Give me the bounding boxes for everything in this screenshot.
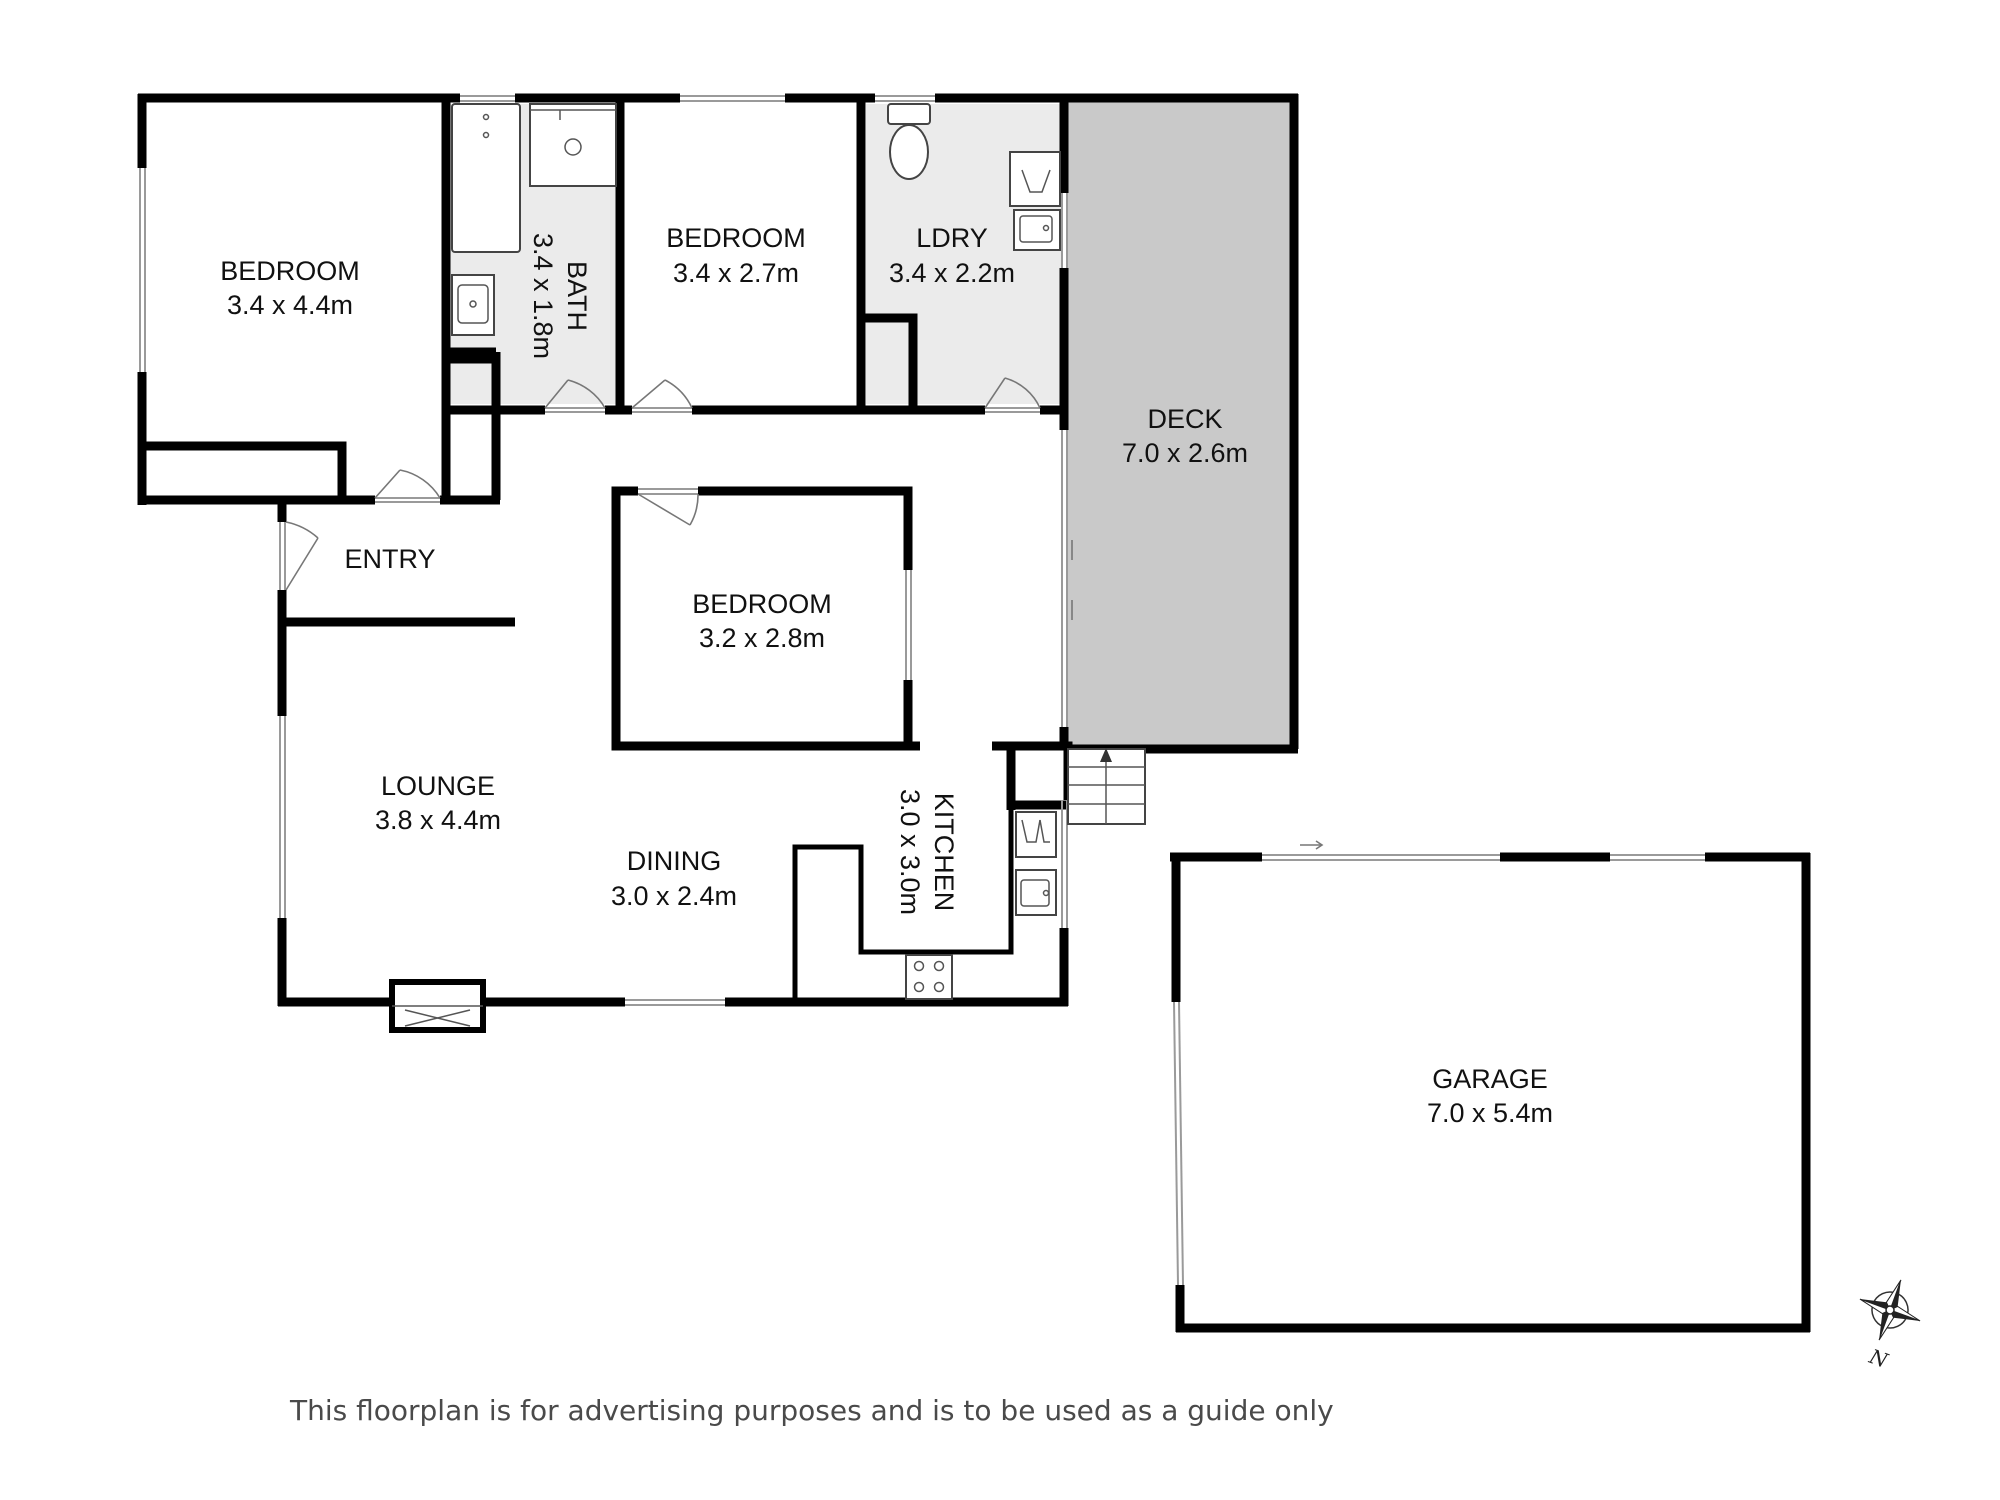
doors — [279, 377, 1041, 591]
laundry-size: 3.4 x 2.2m — [889, 258, 1015, 288]
deck-size: 7.0 x 2.6m — [1122, 438, 1248, 468]
bedroom2-name: BEDROOM — [666, 223, 806, 253]
lounge-size: 3.8 x 4.4m — [375, 805, 501, 835]
deck-name: DECK — [1147, 404, 1222, 434]
bedroom1-size: 3.4 x 4.4m — [227, 290, 353, 320]
dining-size: 3.0 x 2.4m — [611, 881, 737, 911]
laundry-name: LDRY — [916, 223, 988, 253]
bedroom2-size: 3.4 x 2.7m — [673, 258, 799, 288]
disclaimer-text: This floorplan is for advertising purpos… — [289, 1394, 1334, 1427]
kitchen-name: KITCHEN — [929, 793, 959, 912]
bedroom1-name: BEDROOM — [220, 256, 360, 286]
kitchen-size: 3.0 x 3.0m — [895, 789, 925, 915]
lounge-name: LOUNGE — [381, 771, 495, 801]
dining-name: DINING — [627, 846, 722, 876]
entry-name: ENTRY — [344, 544, 435, 574]
garage-size: 7.0 x 5.4m — [1427, 1098, 1553, 1128]
room-labels: BEDROOM 3.4 x 4.4m BATH 3.4 x 1.8m BEDRO… — [220, 223, 1553, 1128]
bath-name: BATH — [562, 261, 592, 331]
windows — [139, 95, 1705, 1286]
walls — [137, 93, 1811, 1333]
fixtures — [392, 103, 1146, 1027]
compass-icon — [1859, 1279, 1921, 1341]
bath-size: 3.4 x 1.8m — [528, 233, 558, 359]
compass-north-label: N — [1865, 1344, 1892, 1373]
deck-floor — [1068, 98, 1294, 749]
bedroom3-size: 3.2 x 2.8m — [699, 623, 825, 653]
bedroom3-name: BEDROOM — [692, 589, 832, 619]
garage-name: GARAGE — [1432, 1064, 1548, 1094]
